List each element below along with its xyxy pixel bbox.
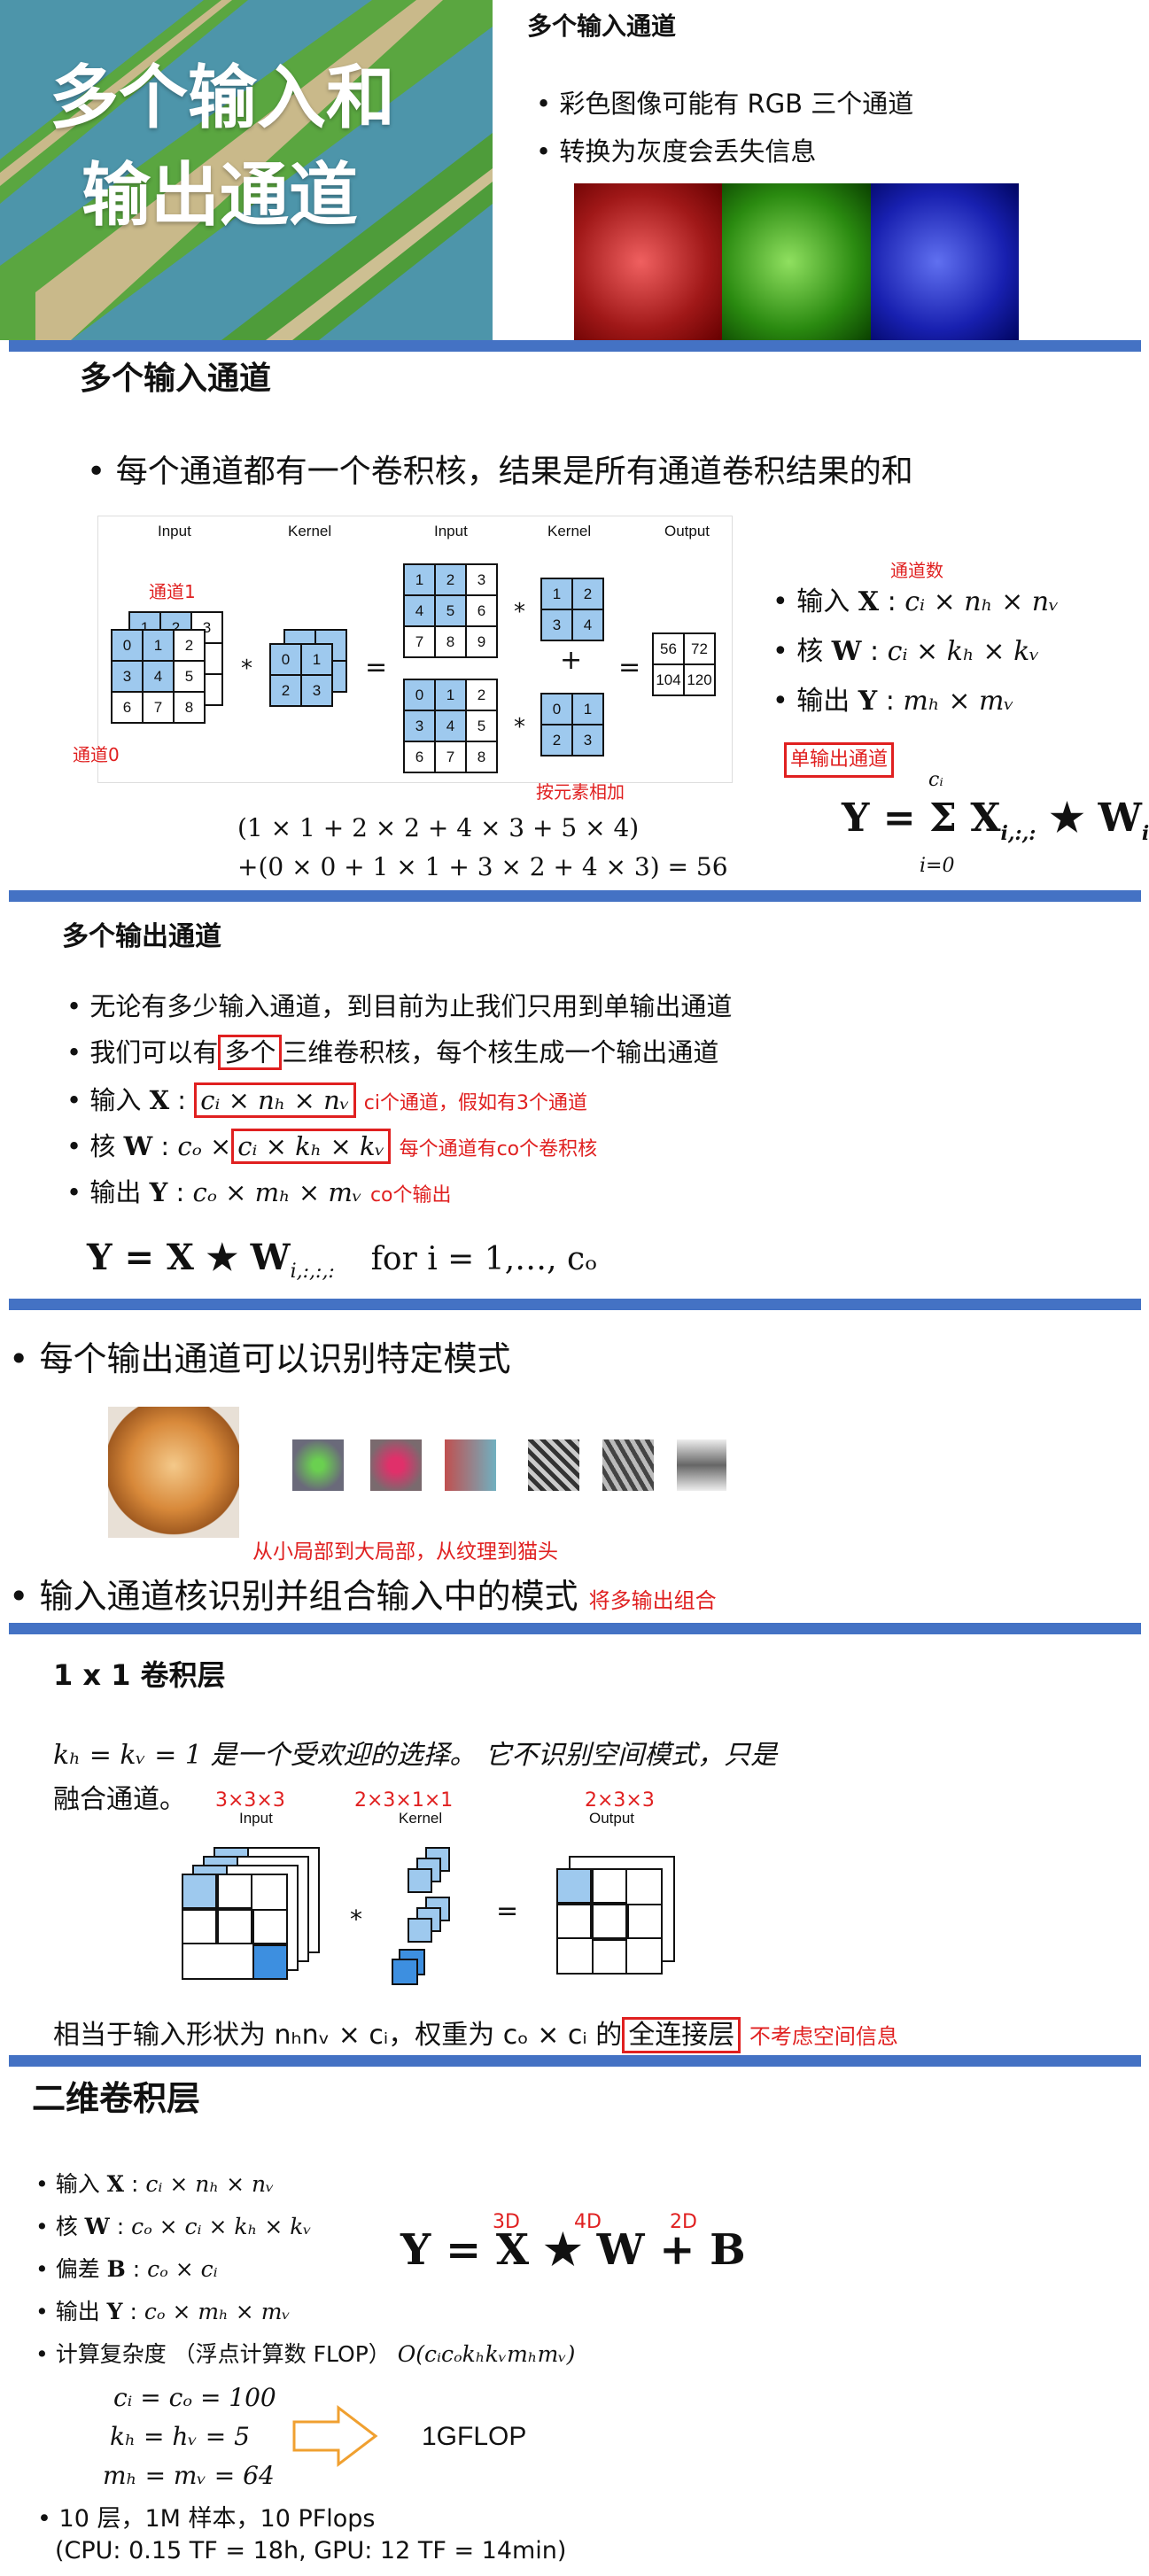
conv1x1-input-stack <box>182 1847 332 1984</box>
calc-line-2: +(0 × 0 + 1 × 1 + 3 × 2 + 4 × 3) = 56 <box>237 852 728 881</box>
cover-title-line1: 多个输入和 <box>50 58 396 138</box>
k-dim: 2×3×1×1 <box>354 1789 454 1812</box>
k-label: Kernel <box>399 1810 443 1827</box>
out-label: Output <box>589 1810 635 1827</box>
cover-image: 多个输入和 输出通道 <box>0 0 493 340</box>
def-output: • 输出 Y : mₕ × mᵥ <box>772 686 1014 717</box>
s2-bullet: • 每个通道都有一个卷积核，结果是所有通道卷积结果的和 <box>87 454 913 490</box>
cover-title-line2: 输出通道 <box>82 156 359 236</box>
sum-formula: Y = Σ Xi,:,: ★ Wi,:,: <box>842 795 1149 845</box>
rgb-channel-images <box>574 183 1019 340</box>
s4-bullet-1: • 每个输出通道可以识别特定模式 <box>9 1339 511 1378</box>
s4-note: 从小局部到大局部，从纹理到猫头 <box>252 1540 558 1563</box>
divider-4 <box>9 1623 1141 1634</box>
sum-upper-limit: cᵢ <box>928 769 943 791</box>
s1-bullet-1: • 彩色图像可能有 RGB 三个通道 <box>536 89 914 119</box>
out-dim: 2×3×3 <box>585 1789 655 1812</box>
cat-image <box>108 1407 239 1538</box>
s5-text-2: 融合通道。 <box>53 1784 186 1815</box>
label-elementwise-add: 按元素相加 <box>536 781 625 803</box>
label-input-2: Input <box>434 523 468 539</box>
label-kernel-1: Kernel <box>288 523 332 539</box>
single-output-label: 单输出通道 <box>784 742 895 778</box>
flop-result: 1GFLOP <box>422 2422 527 2451</box>
label-num-channels: 通道数 <box>890 560 943 581</box>
arrow-icon <box>292 2404 378 2468</box>
star-op-1: * <box>241 656 252 682</box>
s3-bullet-3: • 输入 X : cᵢ × nₕ × nᵥ ci个通道，假如有3个通道 <box>66 1082 587 1120</box>
s6-item-kernel: • 核 W : cₒ × cᵢ × kₕ × kᵥ <box>35 2214 312 2239</box>
s6-item-output: • 输出 Y : cₒ × mₕ × mᵥ <box>35 2299 291 2324</box>
conv1x1-star: * <box>350 1905 362 1934</box>
section3-heading: 多个输出通道 <box>62 921 221 952</box>
section5-heading: 1 x 1 卷积层 <box>53 1658 226 1692</box>
label-output: Output <box>664 523 710 539</box>
tag-2d: 2D <box>670 2211 697 2233</box>
label-channel-1: 通道1 <box>149 581 196 602</box>
val-output: mₕ = mᵥ = 64 <box>103 2461 275 2490</box>
val-kernel: kₕ = hᵥ = 5 <box>110 2422 250 2451</box>
section2-heading: 多个输入通道 <box>80 361 272 397</box>
divider-5 <box>9 2055 1141 2067</box>
star-op-3: * <box>514 714 525 741</box>
s5-bottom: 相当于输入形状为 nₕnᵥ × cᵢ，权重为 cₒ × cᵢ 的全连接层 不考虑… <box>53 2013 898 2053</box>
s3-bullet-2: • 我们可以有多个三维卷积核，每个核生成一个输出通道 <box>66 1035 718 1070</box>
conv1x1-output-stack <box>556 1856 680 1980</box>
plus-op: + <box>560 645 583 676</box>
star-op-2: * <box>514 599 525 625</box>
s6-last-bullet: • 10 层，1M 样本，10 PFlops <box>37 2505 376 2533</box>
divider-1 <box>9 340 1141 352</box>
in-dim: 3×3×3 <box>215 1789 285 1812</box>
tag-4d: 4D <box>574 2211 602 2233</box>
s6-item-input: • 输入 X : cᵢ × nₕ × nᵥ <box>35 2171 275 2197</box>
divider-3 <box>9 1299 1141 1310</box>
s6-last-note: (CPU: 0.15 TF = 18h, GPU: 12 TF = 14min) <box>55 2537 567 2564</box>
pattern-filters <box>292 1439 726 1491</box>
s6-item-bias: • 偏差 B : cₒ × cᵢ <box>35 2256 218 2282</box>
conv1x1-eq: = <box>496 1896 519 1927</box>
s3-bullet-4: • 核 W : cₒ ×cᵢ × kₕ × kᵥ 每个通道有co个卷积核 <box>66 1129 597 1166</box>
s6-main-formula: Y = X ★ W + B <box>400 2225 746 2275</box>
s6-complexity: • 计算复杂度 （浮点计算数 FLOP） O(cᵢcₒkₕkᵥmₕmᵥ) <box>35 2341 576 2367</box>
label-kernel-2: Kernel <box>547 523 592 539</box>
def-kernel: • 核 W : cᵢ × kₕ × kᵥ <box>772 636 1040 667</box>
diagram-frame <box>97 516 733 783</box>
divider-2 <box>9 890 1141 902</box>
section1-heading: 多个输入通道 <box>527 12 677 41</box>
eq-op-2: = <box>618 652 641 683</box>
in-label: Input <box>239 1810 273 1827</box>
s5-text-1: kₕ = kᵥ = 1 是一个受欢迎的选择。 它不识别空间模式，只是 <box>53 1740 778 1771</box>
s4-bullet-2: • 输入通道核识别并组合输入中的模式 将多输出组合 <box>9 1577 717 1616</box>
eq-op-1: = <box>365 652 388 683</box>
def-input: • 输入 X : cᵢ × nₕ × nᵥ <box>772 586 1060 617</box>
section6-heading: 二维卷积层 <box>32 2079 201 2118</box>
s1-bullet-2: • 转换为灰度会丢失信息 <box>536 136 817 167</box>
label-input-1: Input <box>158 523 191 539</box>
s3-formula: Y = X ★ Wi,:,:,: for i = 1,…, cₒ <box>87 1237 598 1283</box>
val-channels: cᵢ = cₒ = 100 <box>113 2383 276 2412</box>
tag-3d: 3D <box>493 2211 520 2233</box>
calc-line-1: (1 × 1 + 2 × 2 + 4 × 3 + 5 × 4) <box>237 813 640 842</box>
label-channel-0: 通道0 <box>73 744 120 765</box>
conv1x1-kernel-stack <box>390 1847 470 1989</box>
s3-bullet-1: • 无论有多少输入通道，到目前为止我们只用到单输出通道 <box>66 991 733 1021</box>
s3-bullet-5: • 输出 Y : cₒ × mₕ × mᵥ co个输出 <box>66 1177 452 1207</box>
sum-lower-limit: i=0 <box>920 855 955 877</box>
